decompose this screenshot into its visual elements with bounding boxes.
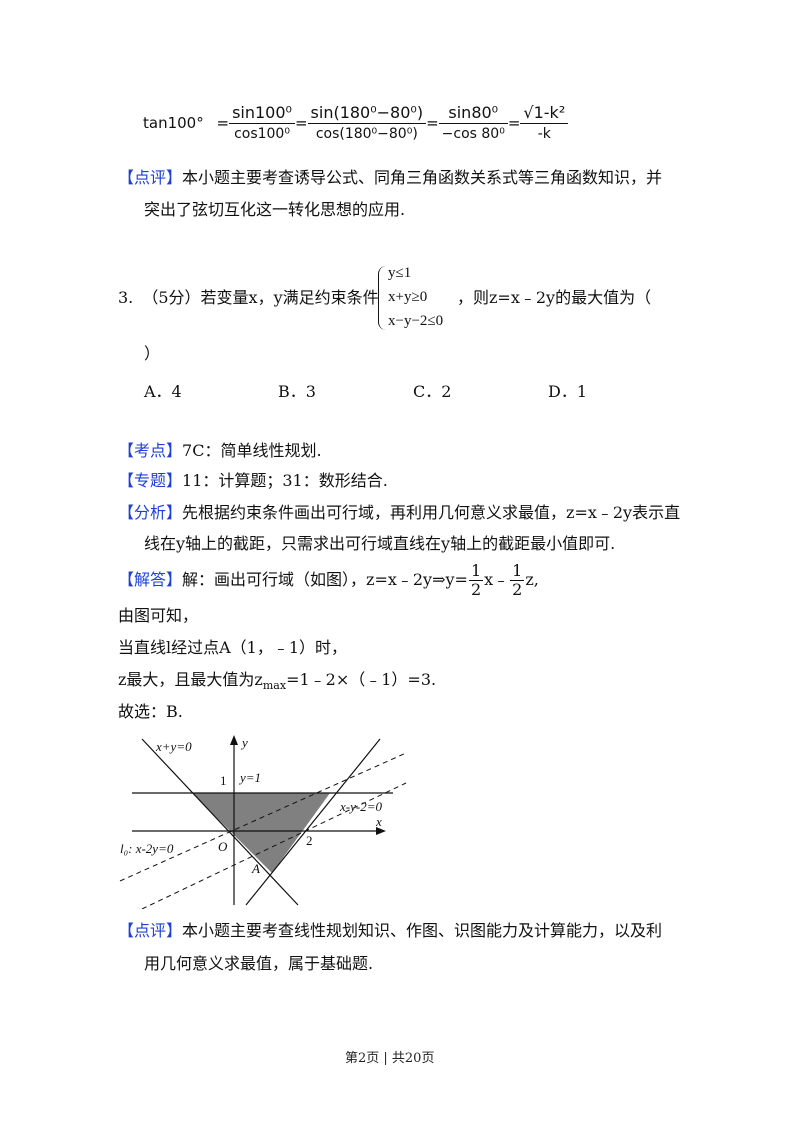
constraint-brace xyxy=(378,266,387,330)
line-x-minus-y-minus-2 xyxy=(245,738,381,906)
solution-line-4: 故选：B. xyxy=(118,702,183,721)
comment-prev-line1: 【点评】本小题主要考查诱导公式、同角三角函数关系式等三角函数知识，并 xyxy=(118,168,663,187)
option-d: D．1 xyxy=(548,382,588,401)
solution-line-3: z最大，且最大值为zmax=1﹣2×（﹣1）=3. xyxy=(118,670,437,693)
label-tick-1: 1 xyxy=(220,773,227,788)
comment-q3-tag: 【点评】 xyxy=(118,921,183,940)
label-l0: l₀: x-2y=0 xyxy=(120,841,174,856)
constraint-1: y≤1 xyxy=(388,265,412,281)
line-x-plus-y xyxy=(141,738,299,906)
solution-line-2: 当直线l经过点A（1，﹣1）时， xyxy=(118,638,348,657)
option-a: A．4 xyxy=(144,382,182,401)
zhuanti-tag: 【专题】 xyxy=(118,471,183,490)
kaodian-line: 【考点】7C：简单线性规划. xyxy=(118,441,322,460)
label-y-equals-1: y=1 xyxy=(238,770,261,785)
fraction-2: sin(180⁰−80⁰)cos(180⁰−80⁰) xyxy=(307,103,427,144)
page-footer: 第2页 | 共20页 xyxy=(345,1051,435,1066)
eq-sign: = xyxy=(216,114,230,132)
comment-tag: 【点评】 xyxy=(118,168,183,187)
x-axis-arrow xyxy=(376,827,386,835)
constraint-2: x+y≥0 xyxy=(388,289,428,305)
label-y-axis: y xyxy=(240,735,248,750)
line-through-a xyxy=(141,782,407,909)
comment-q3-line1: 【点评】本小题主要考查线性规划知识、作图、识图能力及计算能力，以及利 xyxy=(118,921,663,940)
comment-q3-line2: 用几何意义求最值，属于基础题. xyxy=(144,954,374,973)
jieda-tag: 【解答】 xyxy=(118,570,183,589)
kaodian-tag: 【考点】 xyxy=(118,441,183,460)
option-c: C．2 xyxy=(413,382,452,401)
feasible-region xyxy=(192,793,330,873)
y-axis-arrow xyxy=(230,735,238,745)
label-point-a: A xyxy=(251,861,260,876)
label-x-minus-y-minus-2: x-y-2=0 xyxy=(339,799,382,814)
label-x-axis: x xyxy=(375,814,382,829)
fraction-3: sin80⁰−cos 80⁰ xyxy=(438,103,508,144)
label-origin: O xyxy=(218,839,228,854)
solution-line-1: 由图可知， xyxy=(118,606,199,625)
fenxi-line1: 【分析】先根据约束条件画出可行域，再利用几何意义求最值，z=x﹣2y表示直 xyxy=(118,503,681,522)
question-number: 3. （5分）若变量x，y满足约束条件 xyxy=(118,288,379,307)
label-tick-2: 2 xyxy=(306,833,313,848)
comment-prev-line2: 突出了弦切互化这一转化思想的应用. xyxy=(144,200,406,219)
constraint-3: x−y−2≤0 xyxy=(388,313,444,329)
subscript-max: max xyxy=(262,679,287,693)
zhuanti-line: 【专题】11：计算题；31：数形结合. xyxy=(118,471,388,490)
question-tail: ，则z=x﹣2y的最大值为（ xyxy=(457,288,652,307)
question-close: ） xyxy=(144,344,161,363)
label-x-plus-y-0: x+y=0 xyxy=(155,739,192,754)
line-l0 xyxy=(119,752,407,882)
fenxi-tag: 【分析】 xyxy=(118,503,183,522)
option-b: B．3 xyxy=(278,382,316,401)
feasible-region-graph: x+y=0 y 1 y=1 x-y-2=0 x 2 l₀: x-2y=0 O A xyxy=(119,735,407,909)
tan-lhs: tan100° xyxy=(143,114,204,132)
fenxi-line2: 线在y轴上的截距，只需求出可行域直线在y轴上的截距最小值即可. xyxy=(144,534,616,553)
fraction-4: √1-k²-k xyxy=(520,103,569,144)
question-stem: （5分）若变量x，y满足约束条件 xyxy=(142,288,379,307)
